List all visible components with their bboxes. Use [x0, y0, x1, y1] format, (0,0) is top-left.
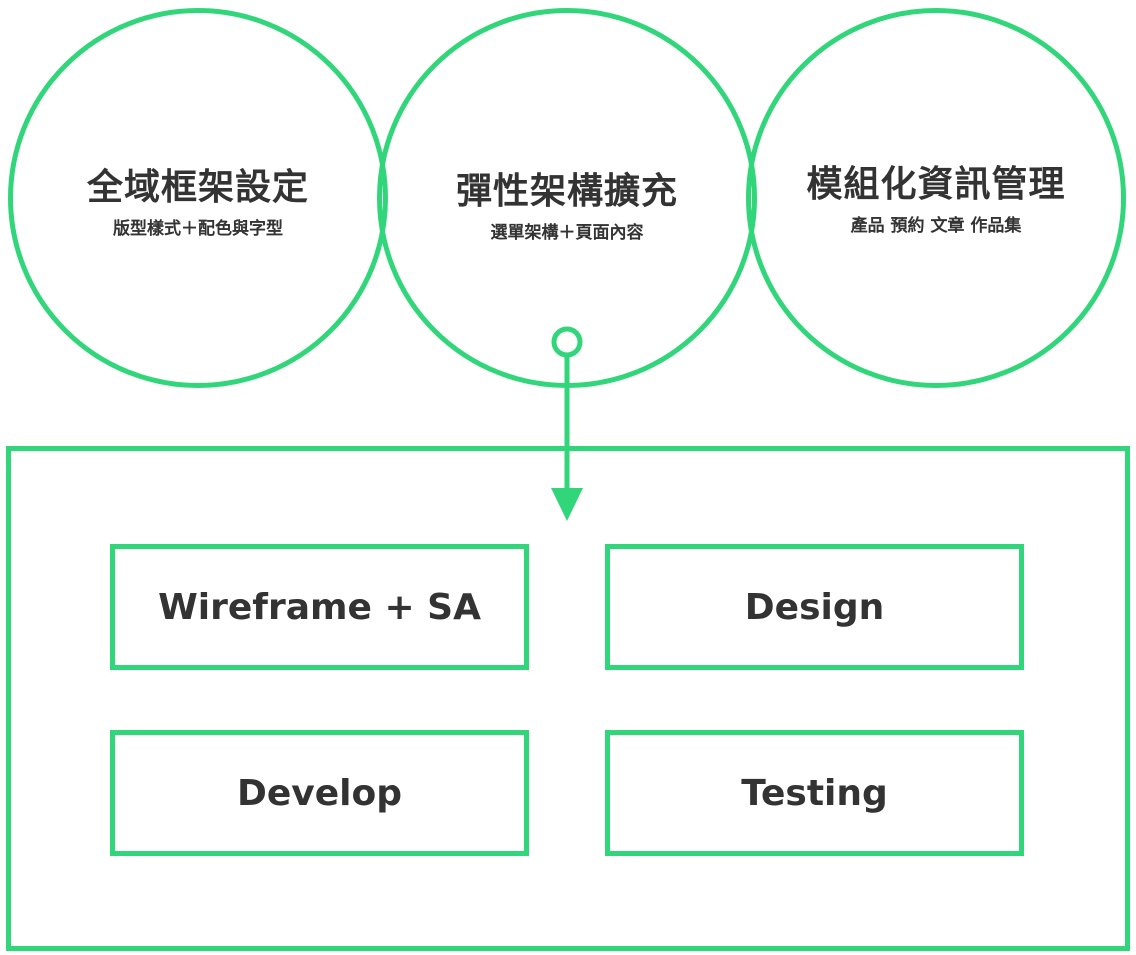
connector-node-icon	[551, 326, 583, 358]
circle-subtitle: 產品 預約 文章 作品集	[850, 216, 1022, 236]
phase-design: Design	[605, 544, 1024, 670]
circle-label-group-2: 彈性架構擴充 選單架構＋頁面內容	[377, 170, 757, 244]
circle-title: 彈性架構擴充	[455, 171, 678, 212]
circle-title: 全域框架設定	[86, 167, 309, 208]
phase-label: Design	[744, 586, 885, 628]
phase-label: Develop	[236, 772, 403, 814]
phase-label: Testing	[741, 772, 888, 814]
circle-label-group-3: 模組化資訊管理 產品 預約 文章 作品集	[746, 163, 1126, 237]
circle-title: 模組化資訊管理	[806, 164, 1066, 205]
phase-label: Wireframe + SA	[158, 586, 481, 628]
circle-modular-management	[746, 8, 1126, 388]
phase-testing: Testing	[605, 730, 1024, 856]
phase-wireframe-sa: Wireframe + SA	[110, 544, 529, 670]
circle-label-group-1: 全域框架設定 版型樣式＋配色與字型	[8, 166, 388, 240]
circle-subtitle: 版型樣式＋配色與字型	[113, 219, 283, 239]
circle-subtitle: 選單架構＋頁面內容	[490, 223, 644, 243]
arrow-down-icon	[551, 488, 583, 521]
phase-develop: Develop	[110, 730, 529, 856]
